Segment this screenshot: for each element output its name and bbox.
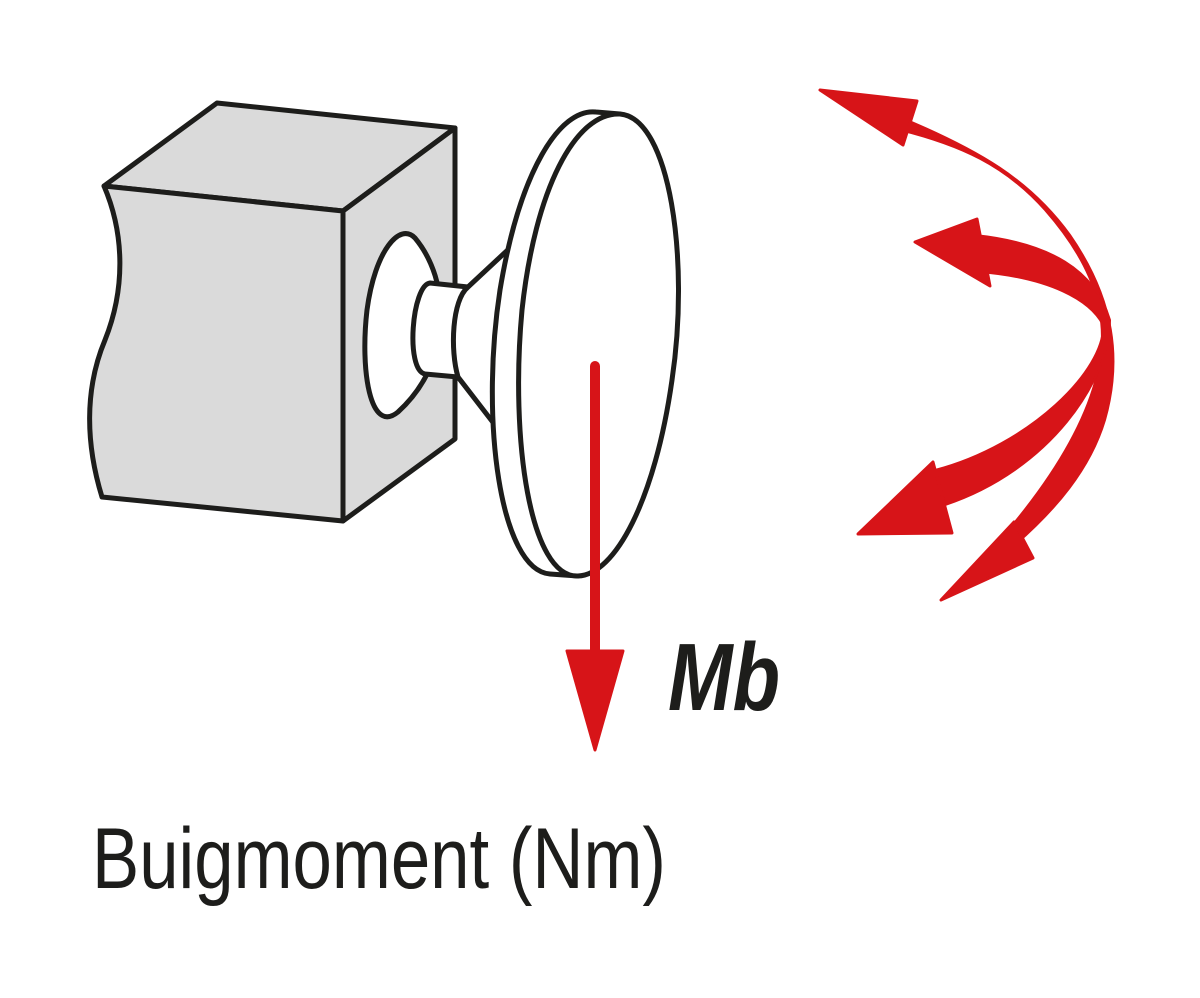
mounting-block [87,100,458,524]
moment-arrowhead-top [818,88,919,147]
force-arrow [565,361,625,752]
moment-arrows [818,88,1115,602]
caption: Buigmoment (Nm) [92,811,666,907]
moment-symbol-label: Mb [668,624,780,731]
moment-arrowhead-middle [913,217,992,288]
disc-face [516,111,681,579]
disc [489,109,681,579]
block-front-face [87,183,346,524]
moment-arrowhead-bottom-small [939,520,1035,602]
moment-arrowhead-bottom-large [856,460,954,536]
